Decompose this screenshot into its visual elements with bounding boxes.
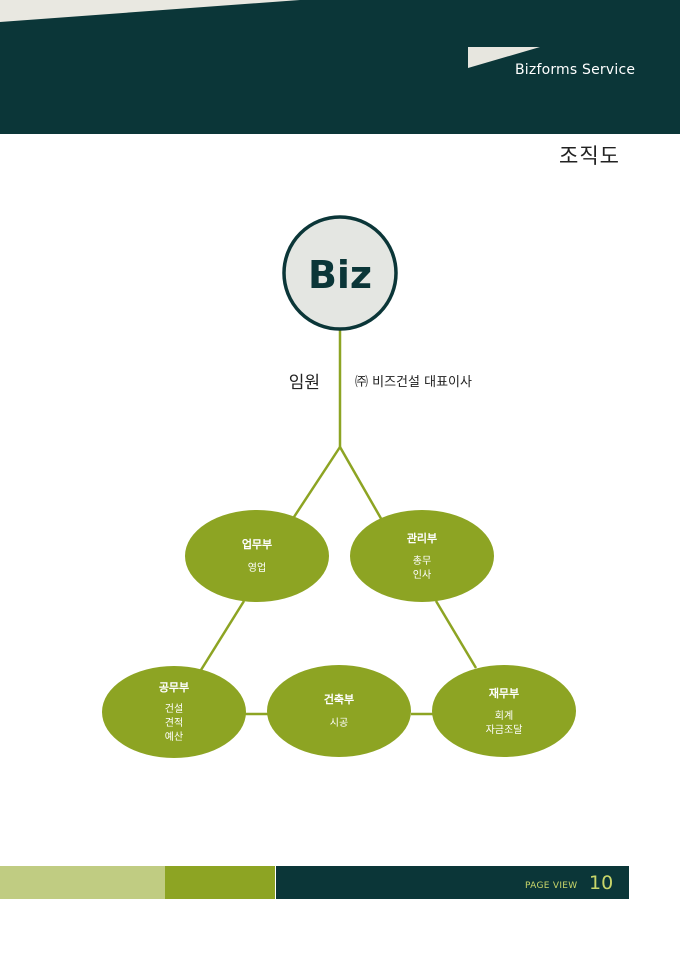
brand-name: Bizforms Service bbox=[515, 62, 636, 78]
dept-detail: 시공 bbox=[330, 717, 348, 729]
dept-node-4: 건축부 시공 bbox=[267, 665, 411, 757]
brand-mark-icon bbox=[468, 47, 540, 68]
header-decoration bbox=[0, 0, 540, 68]
executive-label: 임원 bbox=[289, 373, 320, 393]
footer-bar-light bbox=[0, 866, 165, 899]
executive-desc: ㈜ 비즈건설 대표이사 bbox=[355, 375, 472, 390]
dept-name: 공무부 bbox=[159, 681, 189, 694]
dept-name: 건축부 bbox=[324, 692, 354, 706]
dept-name: 재무부 bbox=[489, 686, 519, 700]
dept-node-2: 관리부 총무 인사 bbox=[350, 510, 494, 602]
root-label: Biz bbox=[308, 253, 372, 297]
page-number: 10 bbox=[589, 872, 614, 894]
connector-dept-1-dept-3 bbox=[199, 600, 246, 671]
dept-detail: 자금조달 bbox=[486, 724, 523, 736]
dept-name: 관리부 bbox=[407, 531, 437, 545]
dept-node-5: 재무부 회계 자금조달 bbox=[432, 665, 576, 757]
root-node bbox=[282, 215, 398, 331]
connector-to-dept-1 bbox=[290, 446, 342, 521]
dept-ellipse bbox=[350, 510, 494, 602]
dept-node-1: 업무부 영업 bbox=[185, 510, 329, 602]
dept-name: 업무부 bbox=[242, 538, 272, 551]
connector-dept-2-dept-5 bbox=[434, 600, 478, 669]
footer-bar-green bbox=[165, 866, 275, 899]
header-banner: Bizforms Service bbox=[0, 0, 680, 134]
dept-detail: 예산 bbox=[165, 731, 183, 743]
connector-lines bbox=[199, 328, 478, 716]
footer-bar-dark bbox=[276, 866, 629, 899]
dept-node-3: 공무부 건설 견적 예산 bbox=[102, 666, 246, 758]
dept-detail: 회계 bbox=[495, 710, 513, 722]
dept-detail: 영업 bbox=[248, 561, 266, 574]
dept-detail: 총무 bbox=[413, 555, 431, 567]
dept-ellipse bbox=[102, 666, 246, 758]
dept-ellipse bbox=[267, 665, 411, 757]
connector-to-dept-2 bbox=[338, 446, 385, 523]
page-view-label: PAGE VIEW bbox=[525, 881, 578, 891]
dept-detail: 건설 bbox=[165, 703, 183, 715]
header-light-wedge bbox=[0, 0, 300, 22]
dept-ellipse bbox=[185, 510, 329, 602]
dept-detail: 견적 bbox=[165, 717, 183, 729]
page-title: 조직도 bbox=[559, 144, 620, 168]
dept-detail: 인사 bbox=[413, 569, 431, 581]
dept-ellipse bbox=[432, 665, 576, 757]
